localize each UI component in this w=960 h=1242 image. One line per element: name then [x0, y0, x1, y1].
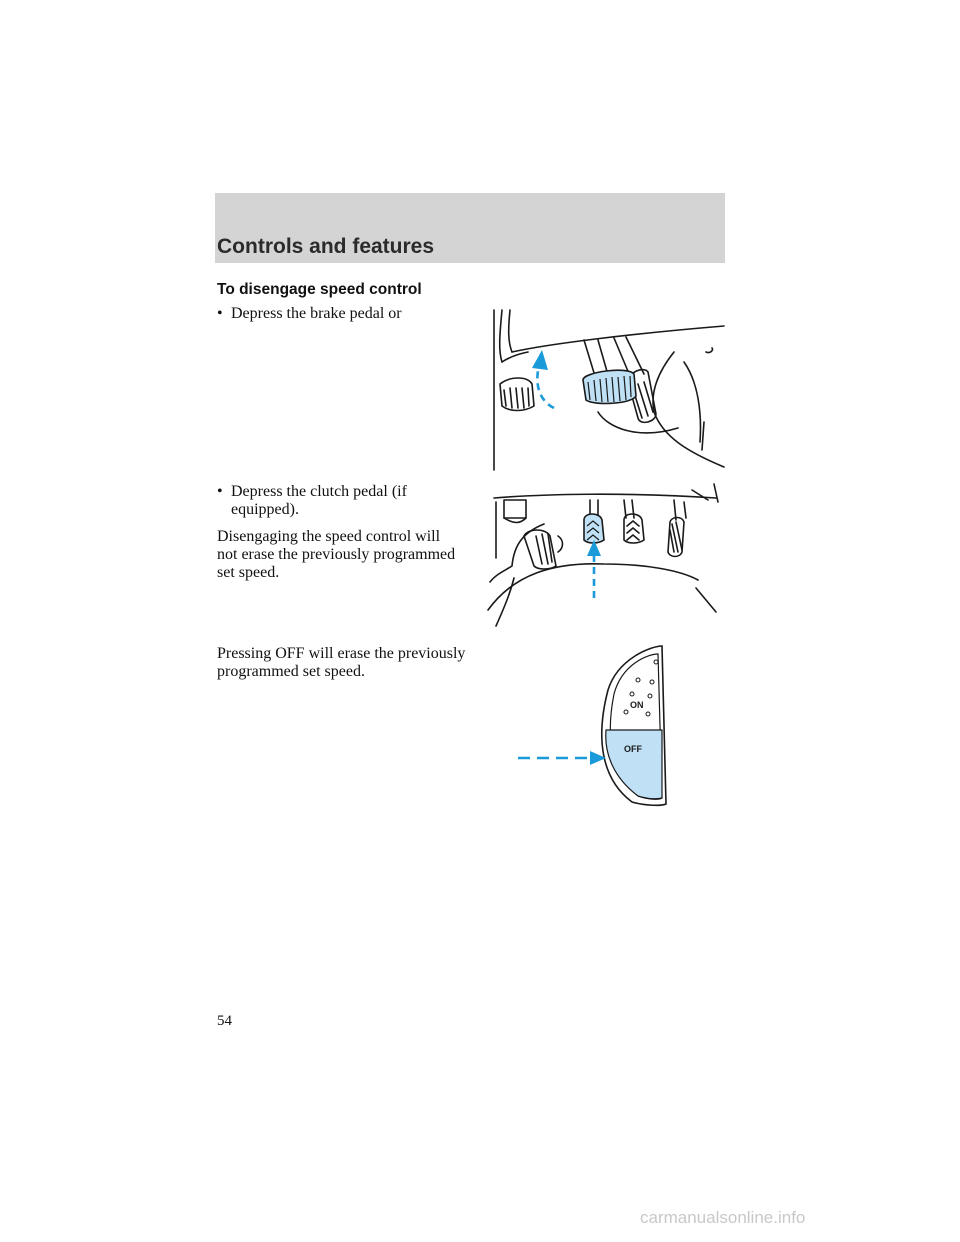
bullet-glyph: •	[217, 483, 223, 500]
off-button-note-paragraph: Pressing OFF will erase the previously p…	[217, 645, 466, 680]
subsection-heading: To disengage speed control	[217, 281, 422, 298]
page-number: 54	[217, 1013, 232, 1029]
bullet-text: Depress the clutch pedal (if equipped).	[231, 483, 407, 518]
bullet-glyph: •	[217, 305, 223, 322]
section-header-band	[215, 193, 725, 263]
bullet-text: Depress the brake pedal or	[231, 305, 402, 322]
clutch-pedal-illustration	[487, 483, 719, 627]
bullet-item-brake: • Depress the brake pedal or	[217, 305, 467, 323]
speed-control-switch-illustration: ON OFF	[518, 645, 667, 807]
section-title: Controls and features	[217, 235, 435, 258]
switch-on-label: ON	[630, 700, 644, 710]
switch-off-label: OFF	[624, 744, 642, 754]
brake-pedal-illustration	[493, 309, 725, 471]
disengage-note-paragraph: Disengaging the speed control will not e…	[217, 528, 456, 581]
bullet-item-clutch: • Depress the clutch pedal (if equipped)…	[217, 483, 457, 519]
footer-watermark: carmanualsonline.info	[640, 1208, 806, 1227]
